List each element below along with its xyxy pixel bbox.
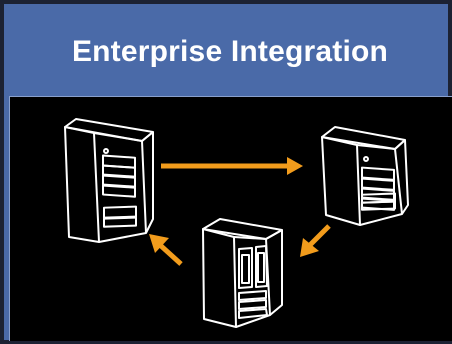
arrow-bottom-to-left — [149, 234, 183, 266]
diagram-svg — [64, 118, 409, 328]
cabinet-server-icon — [202, 218, 283, 328]
arrow-right-to-bottom — [300, 224, 331, 257]
diagram-canvas — [9, 96, 452, 341]
server-bottom — [202, 218, 283, 328]
title-bar: Enterprise Integration — [8, 8, 452, 96]
arrow-left-to-right — [161, 157, 303, 175]
tower-server-icon — [321, 126, 409, 226]
tower-server-icon — [64, 118, 154, 243]
server-left — [64, 118, 154, 243]
server-right — [321, 126, 409, 226]
slide-title: Enterprise Integration — [71, 35, 389, 68]
